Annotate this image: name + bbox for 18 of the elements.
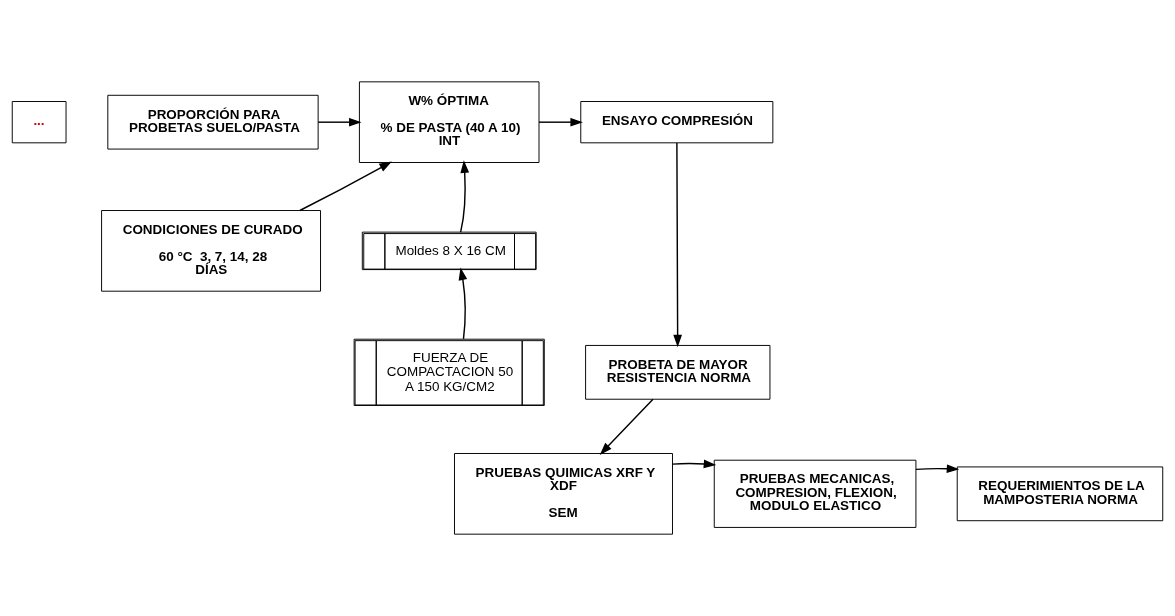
- node-box: CONDICIONES DE CURADO 60 °C 3, 7, 14, 28 DÍAS: [101, 210, 321, 292]
- arrow: [599, 398, 654, 455]
- node-box: PROPORCIÓN PARA PROBETAS SUELO/PASTA: [107, 94, 319, 150]
- node-box: ...: [11, 101, 67, 144]
- arrow: [671, 459, 717, 469]
- node-box: ENSAYO COMPRESIÓN: [580, 101, 774, 144]
- arrow: [317, 117, 362, 127]
- node-box: PRUEBAS MECANICAS, COMPRESION, FLEXION, MODULO ELASTICO: [713, 459, 917, 528]
- node-box: REQUERIMIENTOS DE LA MAMPOSTERIA NORMA: [956, 466, 1164, 522]
- arrow: [458, 267, 468, 340]
- node-box: PRUEBAS QUIMICAS XRF Y XDF SEM: [454, 453, 673, 535]
- arrow: [673, 142, 682, 348]
- node-box: PROBETA DE MAYOR RESISTENCIA NORMA: [585, 344, 771, 400]
- arrow: [299, 161, 392, 212]
- node-box: W% ÓPTIMA % DE PASTA (40 A 10) INT: [358, 81, 540, 163]
- arrow: [915, 464, 960, 474]
- arrow: [538, 117, 583, 127]
- arrow: [459, 160, 470, 233]
